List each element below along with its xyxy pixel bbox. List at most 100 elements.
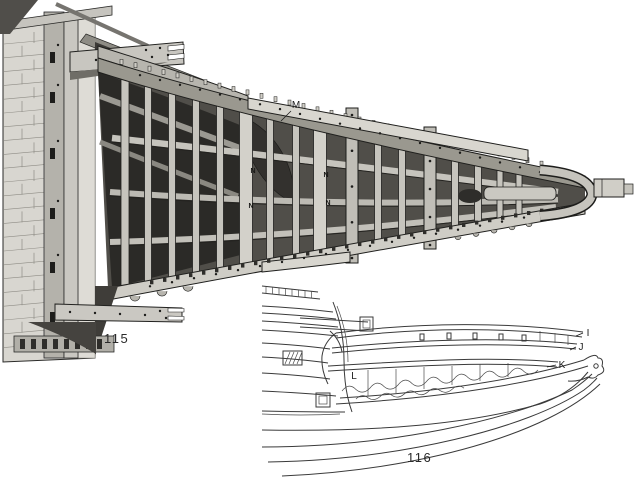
bolt (458, 151, 462, 154)
bracket-bumps (129, 223, 533, 302)
cleat (462, 222, 466, 227)
bolt (500, 220, 504, 223)
cleat (436, 227, 440, 232)
bolt (278, 107, 282, 111)
bolt (518, 166, 522, 169)
fig116-leader-K (546, 364, 557, 368)
bolt (56, 199, 60, 203)
bolt (498, 161, 502, 164)
fc-rail-base (261, 292, 321, 300)
mortise (20, 339, 25, 349)
cleat (371, 239, 375, 244)
mortise-slot (50, 208, 55, 219)
bolt (166, 53, 170, 57)
cleat (267, 258, 271, 263)
stem-edge (332, 301, 353, 413)
head-timber (216, 98, 224, 271)
cleat (189, 273, 193, 278)
fig115-label-N: N (250, 168, 255, 175)
bolt (412, 236, 416, 239)
head-timber (451, 154, 459, 230)
fig115-label-N: N (325, 200, 330, 207)
fig115-label-M: M (292, 100, 300, 111)
bow-bulkhead-wall (0, 5, 113, 363)
bolt (56, 83, 60, 87)
mortise (42, 339, 47, 349)
beak-inner-edge (335, 365, 589, 405)
bolt (428, 243, 432, 247)
timberhead (498, 333, 504, 341)
bolt (378, 132, 382, 135)
mortise-slot (50, 312, 55, 323)
cathead-bolts (68, 309, 168, 320)
lower-rail-sweep (267, 377, 598, 463)
rail-timberheads (419, 332, 527, 342)
bolt (350, 113, 354, 117)
head-timber (374, 136, 382, 244)
timberhead (521, 334, 527, 342)
cleat (202, 270, 206, 275)
head-timber (144, 81, 152, 284)
tip-slot-bar (483, 186, 557, 201)
stem-scroll (583, 354, 605, 379)
head-rail-I (335, 324, 584, 334)
bracket-bump (129, 296, 141, 302)
bracket-bump (525, 223, 533, 227)
beak-stanchions (367, 363, 509, 396)
cleat (345, 244, 349, 249)
gunport-inner (318, 395, 328, 405)
timber-head (147, 65, 152, 72)
bolt (390, 240, 394, 244)
stem-scroll-eye (593, 363, 599, 369)
stem-end-step (623, 183, 634, 195)
bolt (218, 93, 222, 96)
hatch-line (284, 351, 291, 365)
post-bolts (350, 113, 432, 260)
bolt (350, 185, 354, 188)
bracket-bump (156, 291, 168, 297)
cleat (527, 211, 531, 216)
cathead-lower (13, 303, 185, 354)
timber-head (161, 69, 166, 75)
bolt (94, 58, 98, 62)
bottom-rail-band (107, 202, 586, 301)
mortise (97, 339, 102, 349)
bolt (198, 88, 202, 91)
bolt (170, 281, 174, 284)
cathead-sheave-slot (167, 315, 185, 321)
fig116-leader-I (575, 332, 584, 337)
bolt (438, 146, 442, 150)
fig116-leader-J (569, 346, 577, 351)
bolt (93, 311, 97, 315)
bolt (192, 277, 196, 280)
timberhead (472, 332, 478, 340)
head-rail-I-lower (335, 329, 583, 339)
bolt (236, 268, 240, 272)
cleat (488, 218, 492, 223)
head-timber (313, 122, 327, 254)
bolt (350, 149, 354, 153)
gunport (282, 350, 303, 366)
fig116-label-I: I (587, 328, 590, 339)
bolt (148, 285, 152, 288)
bolt (178, 83, 182, 87)
rail-stanchions (539, 331, 569, 345)
cleat (410, 232, 414, 237)
cleat (475, 220, 479, 225)
head-timber (398, 142, 406, 240)
cleat (150, 280, 154, 285)
cleat (423, 230, 427, 235)
fig115-label-N: N (323, 172, 328, 179)
fig115-leader-M (280, 110, 292, 122)
stem-end-block (593, 178, 625, 198)
fig116-label-J: J (579, 342, 584, 353)
head-timber (192, 92, 200, 276)
bolt (478, 156, 482, 159)
mortise-slot (50, 262, 55, 273)
bolt (346, 248, 350, 252)
bolt (158, 78, 162, 82)
cathead-end-sheave (362, 319, 371, 329)
